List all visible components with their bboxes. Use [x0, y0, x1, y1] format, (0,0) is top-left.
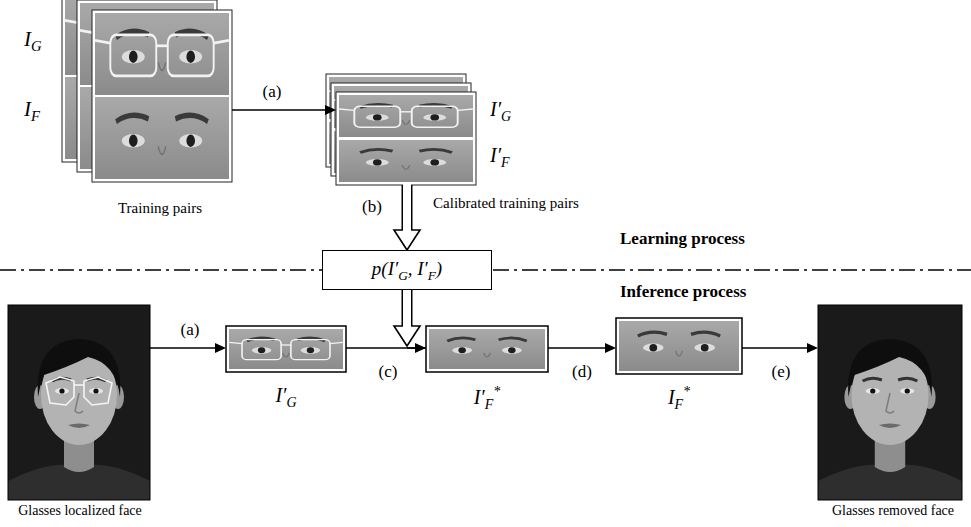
arrowhead — [605, 343, 616, 353]
math-glyph: I — [24, 27, 31, 51]
eye-strip-glasses — [226, 326, 346, 372]
image-caption: I′F* — [474, 384, 501, 413]
math-glyph: F — [31, 108, 40, 124]
math-glyph: , — [408, 258, 413, 279]
math-glyph: ) — [436, 258, 442, 279]
math-glyph: G — [286, 395, 296, 410]
math-glyph: I — [417, 258, 423, 279]
flow-arrow — [394, 184, 420, 251]
math-glyph: ′ — [424, 258, 428, 279]
calibrated-stack — [326, 74, 476, 185]
hollow-arrowhead — [394, 326, 420, 346]
math-glyph: I — [474, 386, 481, 408]
math-glyph: I — [668, 386, 675, 408]
math-glyph: I — [490, 144, 497, 166]
flow-arrow — [232, 105, 336, 115]
eye-strip-calibrated — [426, 326, 548, 372]
math-glyph: F — [428, 267, 436, 282]
image-symbol: IF — [24, 98, 40, 124]
flow-arrow — [548, 343, 616, 353]
face-without-glasses — [818, 305, 962, 500]
math-glyph: G — [31, 38, 42, 54]
hollow-shaft-inner — [403, 184, 411, 232]
step-label: (c) — [377, 363, 400, 382]
image-caption: Glasses removed face — [832, 503, 954, 519]
flow-arrow — [346, 343, 426, 353]
math-glyph: ′ — [282, 384, 286, 406]
flow-arrow — [742, 343, 818, 353]
math-glyph: * — [493, 384, 500, 399]
image-node: Calibrated training pairs — [336, 92, 476, 185]
math-glyph — [412, 258, 417, 279]
section-heading: Inference process — [620, 283, 746, 302]
box-label: p(I′G, I′F) — [372, 258, 442, 283]
image-caption: I′G — [275, 384, 296, 411]
image-caption: IF* — [668, 384, 690, 413]
math-glyph: F — [675, 397, 684, 412]
image-node: I′F* — [426, 326, 548, 372]
arrow-shaft — [150, 347, 216, 349]
step-label: (e) — [770, 363, 793, 382]
image-node: I′G — [226, 326, 346, 372]
math-glyph: I — [24, 97, 31, 121]
image-node: Training pairs — [92, 10, 232, 182]
arrow-shaft — [346, 347, 416, 349]
step-label: (d) — [570, 363, 594, 382]
arrow-shaft — [548, 347, 606, 349]
training-stack — [62, 0, 232, 182]
math-glyph: G — [398, 267, 408, 282]
hollow-arrowhead — [394, 230, 420, 250]
section-heading: Learning process — [620, 230, 745, 249]
image-node: Glasses removed face — [818, 305, 962, 500]
math-glyph: ′ — [497, 144, 501, 166]
step-label: (a) — [261, 83, 284, 102]
math-glyph: ′ — [497, 98, 501, 120]
arrowhead — [807, 343, 818, 353]
image-node: IF* — [616, 318, 742, 374]
math-glyph: ′ — [480, 386, 484, 408]
image-symbol: I′F — [490, 144, 510, 170]
image-symbol: IG — [24, 28, 42, 54]
image-caption: Training pairs — [118, 200, 202, 217]
image-node: Glasses localized face — [8, 305, 150, 500]
image-symbol: I′G — [490, 98, 511, 124]
image-caption: Calibrated training pairs — [433, 195, 579, 212]
flow-arrow — [394, 289, 426, 349]
math-glyph: I — [275, 384, 282, 406]
math-glyph: * — [683, 384, 690, 399]
arrowhead — [325, 105, 336, 115]
arrowhead — [415, 343, 426, 353]
image-caption: Glasses localized face — [18, 503, 142, 519]
math-glyph: I — [490, 98, 497, 120]
math-glyph: F — [485, 397, 494, 412]
step-label: (b) — [360, 198, 384, 217]
math-glyph: F — [501, 155, 510, 170]
model-box: p(I′G, I′F) — [322, 250, 492, 290]
math-glyph: G — [501, 109, 511, 124]
eye-strip-result — [616, 318, 742, 374]
step-label: (a) — [179, 321, 202, 340]
arrow-shaft — [232, 109, 326, 111]
arrowhead — [215, 343, 226, 353]
math-glyph: I — [388, 258, 394, 279]
math-glyph: p — [372, 258, 382, 279]
flow-arrow — [150, 343, 226, 353]
math-glyph: ( — [381, 258, 387, 279]
arrow-shaft — [742, 347, 808, 349]
face-with-glasses — [8, 305, 150, 500]
math-glyph: ′ — [394, 258, 398, 279]
hollow-shaft-inner — [403, 289, 411, 328]
